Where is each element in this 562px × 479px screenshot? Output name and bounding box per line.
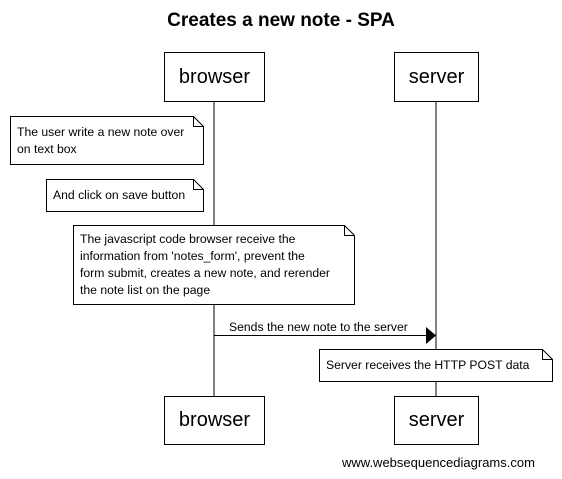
participant-server-top: server (394, 52, 479, 102)
note-server-receives: Server receives the HTTP POST data (326, 358, 530, 372)
participant-server-bottom: server (394, 396, 479, 445)
note-shape-1 (10, 116, 204, 165)
message-arrow (214, 327, 436, 344)
note-shape-3 (73, 225, 355, 305)
note-shape-4 (319, 349, 553, 382)
note-shape-2 (46, 179, 204, 212)
note-javascript-handling: The javascript code browser receive the … (80, 232, 330, 297)
participant-browser-bottom: browser (164, 396, 265, 445)
message-label: Sends the new note to the server (229, 320, 408, 334)
footer-credit: www.websequencediagrams.com (342, 455, 535, 470)
participant-browser-top: browser (164, 52, 265, 102)
diagram-title: Creates a new note - SPA (167, 10, 395, 31)
note-click-save: And click on save button (53, 188, 186, 202)
note-user-writes: The user write a new note over on text b… (17, 124, 185, 156)
